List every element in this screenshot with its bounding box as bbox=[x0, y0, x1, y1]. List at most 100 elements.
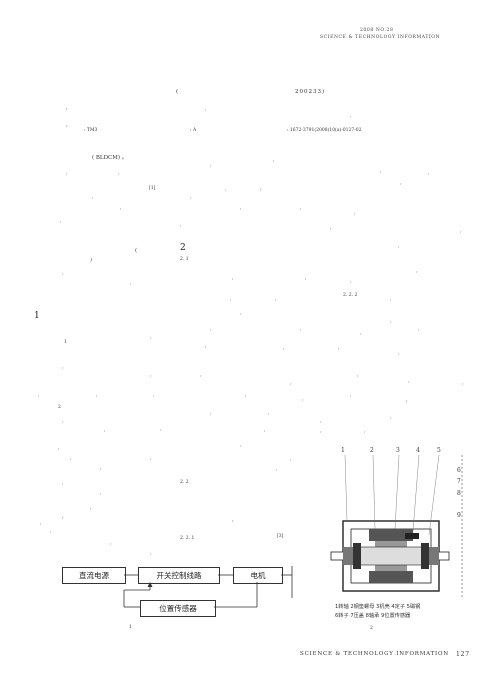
faint-punctuation: , bbox=[350, 113, 352, 119]
faint-punctuation: , bbox=[360, 330, 362, 336]
section-2-label: 2 bbox=[58, 405, 61, 410]
faint-punctuation: , bbox=[150, 455, 152, 461]
faint-punctuation: , bbox=[320, 428, 322, 434]
section-2-1-heading: 2. 1 bbox=[180, 257, 189, 262]
fig2-label-5: 5 bbox=[437, 447, 441, 454]
faint-punctuation: , bbox=[398, 243, 400, 249]
faint-punctuation: , bbox=[100, 465, 102, 471]
article-id: : 1672-3791(2008)10(a)-0127-02 bbox=[287, 128, 362, 133]
faint-punctuation: , bbox=[245, 392, 247, 398]
faint-punctuation: , bbox=[230, 296, 232, 302]
faint-punctuation: , bbox=[70, 455, 72, 461]
faint-punctuation: ; bbox=[62, 514, 64, 520]
faint-punctuation: , bbox=[62, 480, 64, 486]
faint-punctuation: , bbox=[357, 372, 359, 378]
fig2-label-6: 6 bbox=[457, 467, 461, 474]
faint-punctuation: , bbox=[400, 180, 402, 186]
dc-power-box: 直流电源 bbox=[62, 567, 126, 584]
journal-header: SCIENCE & TECHNOLOGY INFORMATION bbox=[320, 35, 441, 40]
motor-cross-section bbox=[330, 455, 463, 597]
faint-punctuation: , bbox=[350, 392, 352, 398]
faint-punctuation: , bbox=[50, 528, 52, 534]
faint-punctuation: ; bbox=[406, 398, 408, 404]
faint-punctuation: , bbox=[390, 296, 392, 302]
faint-punctuation: , bbox=[150, 550, 152, 556]
faint-punctuation: , bbox=[240, 442, 242, 448]
faint-punctuation: , bbox=[276, 466, 278, 472]
faint-punctuation: , bbox=[210, 410, 212, 416]
footer-journal: SCIENCE & TECHNOLOGY INFORMATION bbox=[300, 651, 449, 657]
faint-punctuation: : bbox=[66, 123, 68, 129]
page-number: 127 bbox=[456, 651, 470, 658]
figure-2-number: 2 bbox=[370, 626, 373, 631]
faint-punctuation: , bbox=[120, 205, 122, 211]
faint-punctuation: , bbox=[320, 418, 322, 424]
faint-punctuation: , bbox=[210, 326, 212, 332]
faint-punctuation: , bbox=[104, 427, 106, 433]
postcode: 200233) bbox=[295, 89, 326, 95]
faint-punctuation: , bbox=[190, 194, 192, 200]
faint-punctuation: , bbox=[268, 410, 270, 416]
faint-punctuation: , bbox=[110, 540, 112, 546]
fig2-label-7: 7 bbox=[457, 478, 461, 485]
faint-punctuation: , bbox=[300, 205, 302, 211]
faint-punctuation: , bbox=[205, 106, 207, 112]
faint-punctuation: , bbox=[232, 275, 234, 281]
faint-punctuation: , bbox=[40, 520, 42, 526]
dc-power-label: 直流电源 bbox=[79, 571, 109, 580]
faint-punctuation: , bbox=[38, 392, 40, 398]
faint-punctuation: , bbox=[408, 378, 410, 384]
faint-punctuation: , bbox=[390, 318, 392, 324]
section-2-2-2-heading: 2. 2. 2 bbox=[343, 293, 358, 298]
fig2-label-8: 8 bbox=[457, 490, 461, 497]
faint-punctuation: , bbox=[66, 170, 68, 176]
faint-punctuation: , bbox=[160, 426, 162, 432]
faint-punctuation: , bbox=[100, 490, 102, 496]
figure-2-caption-line2: 6转子 7压盖 8轴承 9位置传感器 bbox=[335, 613, 411, 619]
faint-punctuation: : bbox=[232, 518, 234, 524]
figure-1-number: 1 bbox=[129, 625, 132, 630]
fig2-label-3: 3 bbox=[396, 447, 400, 454]
faint-punctuation: , bbox=[264, 427, 266, 433]
issue-number: 2008 NO.28 bbox=[360, 28, 394, 33]
faint-punctuation: , bbox=[240, 310, 242, 316]
section-2-2-heading: 2. 2 bbox=[180, 480, 189, 485]
section-2-2-1-heading: 2. 2. 1 bbox=[180, 536, 195, 541]
faint-punctuation: , bbox=[273, 157, 275, 163]
faint-punctuation: , bbox=[462, 380, 464, 386]
figure-1-reference: 1 bbox=[64, 340, 67, 345]
faint-punctuation: , bbox=[302, 396, 304, 402]
faint-punctuation: , bbox=[300, 326, 302, 332]
fig2-label-9: 9 bbox=[457, 512, 461, 519]
faint-punctuation: , bbox=[118, 170, 120, 176]
faint-punctuation: ; bbox=[260, 186, 262, 192]
switch-control-box: 开关控制线路 bbox=[138, 567, 220, 584]
faint-punctuation: , bbox=[130, 280, 132, 286]
motor-box: 电机 bbox=[233, 567, 283, 584]
faint-punctuation: , bbox=[416, 268, 418, 274]
figure-2-caption-line1: 1转轴 2钢垫螺母 3机壳 4定子 5磁钢 bbox=[335, 604, 421, 610]
switch-control-label: 开关控制线路 bbox=[156, 571, 202, 580]
section-paren: ( bbox=[135, 248, 138, 254]
document-code: : A bbox=[190, 128, 197, 133]
affiliation-paren: ( bbox=[176, 89, 179, 95]
citation-3: [3] bbox=[277, 534, 284, 539]
faint-punctuation: , bbox=[150, 372, 152, 378]
faint-punctuation: , bbox=[62, 364, 64, 370]
section-1-heading: 1 bbox=[34, 311, 40, 321]
faint-punctuation: , bbox=[330, 225, 332, 231]
faint-punctuation: , bbox=[153, 392, 155, 398]
faint-punctuation: , bbox=[290, 456, 292, 462]
faint-punctuation: , bbox=[418, 326, 420, 332]
faint-punctuation: , bbox=[398, 350, 400, 356]
faint-punctuation: , bbox=[205, 343, 207, 349]
faint-punctuation: , bbox=[380, 168, 382, 174]
bldcm-term: ( BLDCM) 。 bbox=[92, 155, 128, 161]
faint-punctuation: , bbox=[225, 186, 227, 192]
citation-1: [1] bbox=[149, 186, 156, 191]
faint-punctuation: , bbox=[150, 334, 152, 340]
faint-punctuation: ) bbox=[90, 257, 92, 263]
faint-punctuation: , bbox=[62, 418, 64, 424]
fig2-label-4: 4 bbox=[416, 447, 420, 454]
faint-punctuation: , bbox=[338, 345, 340, 351]
